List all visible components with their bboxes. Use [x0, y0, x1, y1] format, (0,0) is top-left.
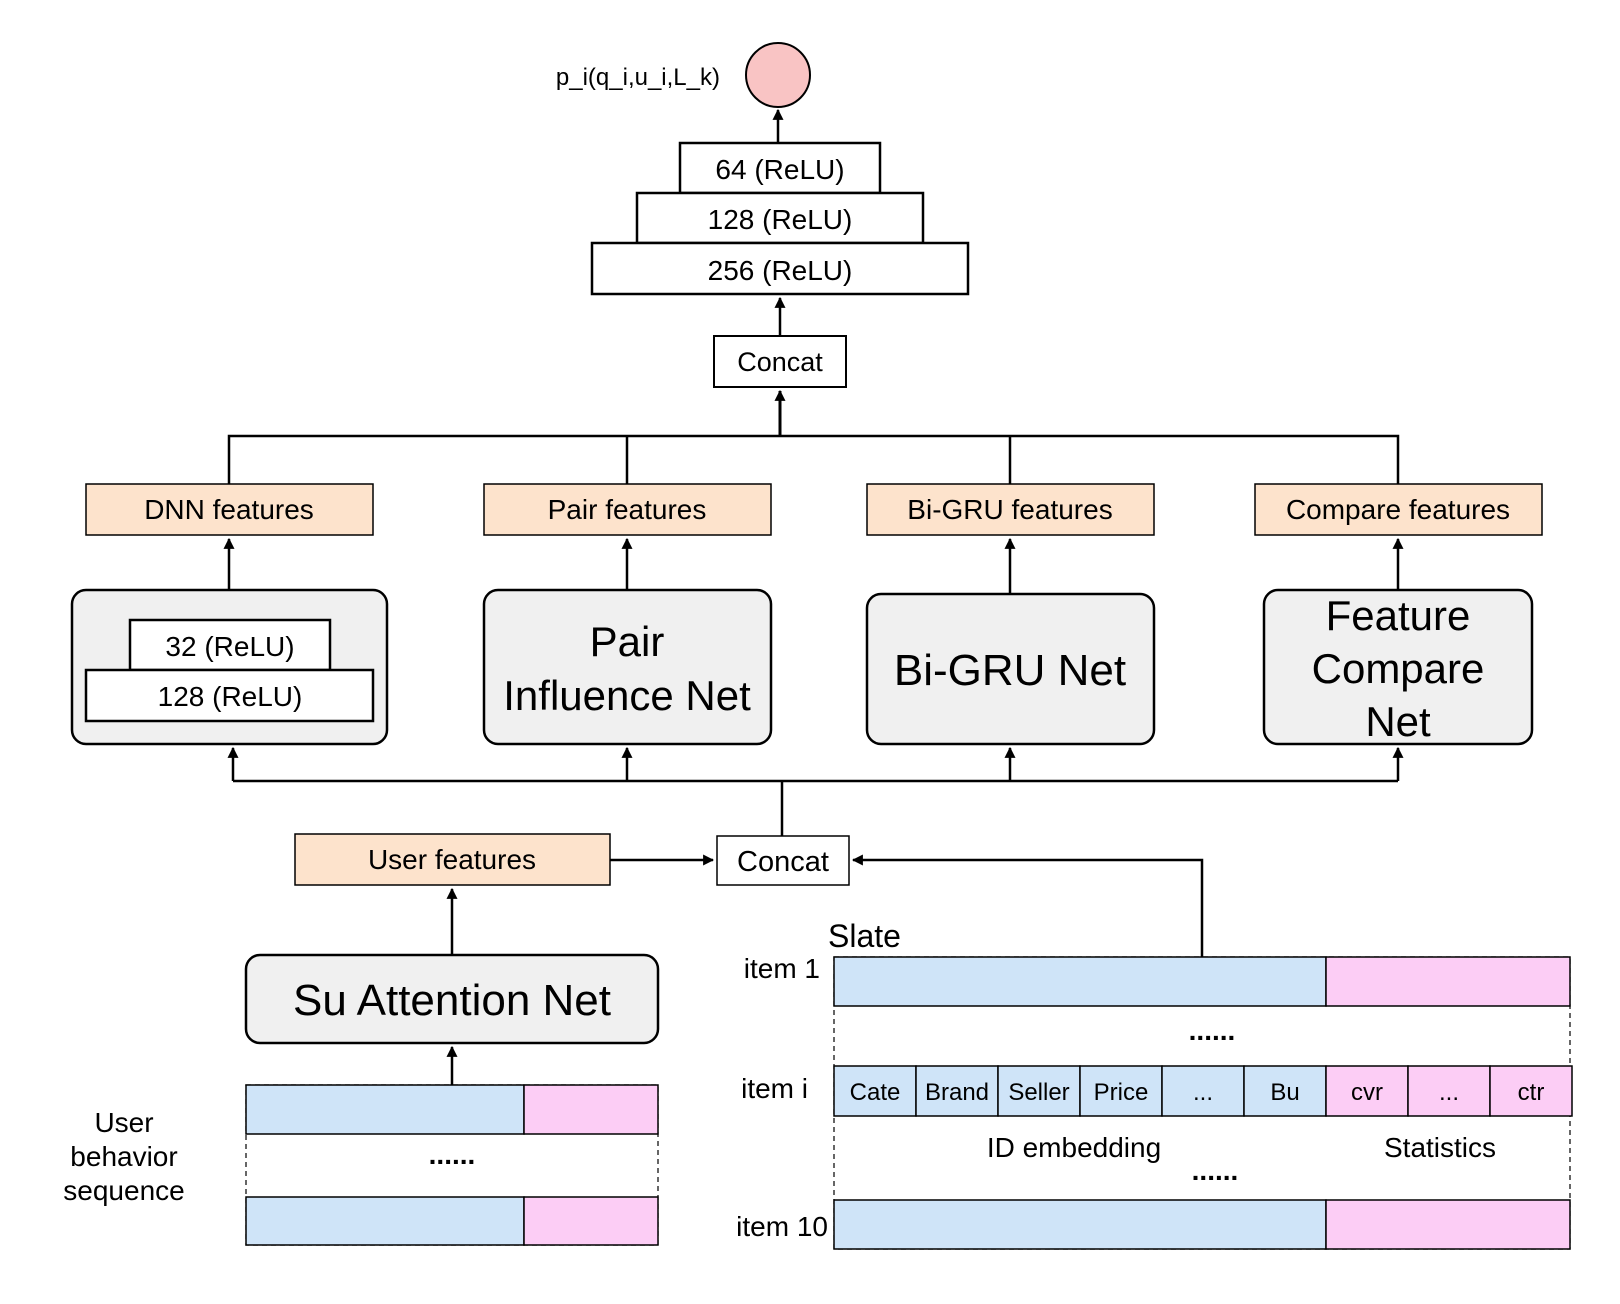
- feature-compare-net: Feature Compare Net: [1262, 588, 1534, 746]
- slate-item10-label: item 10: [736, 1211, 828, 1242]
- concat-mid-box: [716, 835, 850, 886]
- slate-item10-stat: [1325, 1199, 1571, 1250]
- compare-net-label-line2: Compare: [1312, 645, 1485, 692]
- feature-boxes: DNN features Pair features Bi-GRU featur…: [85, 483, 1543, 536]
- dnn-layer-128-label: 128 (ReLU): [158, 681, 303, 712]
- user-features-label: User features: [368, 844, 536, 875]
- arrow-slate-to-concat: [851, 854, 1204, 957]
- compare-features-box: [1254, 483, 1543, 536]
- slate-itemi-cells: Cate Brand Seller Price... Bu cvr... ctr: [833, 1065, 1573, 1117]
- compare-net-label-line3: Net: [1365, 698, 1431, 745]
- user-behavior-sequence: ...... User behavior sequence: [63, 1084, 659, 1246]
- compare-features-label: Compare features: [1286, 494, 1510, 525]
- user-behavior-label-line1: User: [94, 1107, 153, 1138]
- dnn-features-label: DNN features: [144, 494, 314, 525]
- net-to-feature-arrows: [223, 537, 1404, 594]
- slate-itemi-label: item i: [741, 1073, 808, 1104]
- slate-itemi-id-cell-label: Bu: [1270, 1079, 1299, 1106]
- slate-title: Slate: [828, 918, 901, 954]
- top-mlp-layer-128: [635, 191, 925, 245]
- concat-top-label: Concat: [737, 347, 823, 377]
- slate-itemi-id-cell-label: Cate: [850, 1079, 901, 1106]
- concat-to-nets-bus: [227, 746, 1404, 836]
- slate-itemi-id-cell-label: ...: [1193, 1079, 1213, 1106]
- output-label: p_i(q_i,u_i,L_k): [556, 64, 720, 91]
- slate-itemi-stat-cell: [1325, 1065, 1409, 1117]
- concat-top-box: [713, 335, 847, 388]
- sequence-row-last-stat: [523, 1196, 659, 1246]
- concat-mid-label: Concat: [737, 846, 829, 878]
- slate-itemi-id-cell-label: Seller: [1008, 1079, 1069, 1106]
- slate-statistics-label: Statistics: [1384, 1132, 1496, 1163]
- slate-itemi-stat-cell-label: ...: [1439, 1079, 1459, 1106]
- pair-net-label-line2: Influence Net: [503, 672, 751, 719]
- pair-net-box: [482, 588, 773, 746]
- slate-itemi-id-cell: [833, 1065, 917, 1117]
- dnn-layer-32-label: 32 (ReLU): [165, 631, 294, 662]
- bigru-net-box: [865, 592, 1156, 746]
- slate-itemi-stat-cell: [1407, 1065, 1491, 1117]
- user-behavior-label-line2: behavior: [70, 1141, 177, 1172]
- user-behavior-label-line3: sequence: [63, 1175, 184, 1206]
- bigru-net: Bi-GRU Net: [865, 592, 1156, 746]
- bigru-features-label: Bi-GRU features: [907, 494, 1112, 525]
- slate-dots-upper: ......: [1189, 1015, 1236, 1046]
- slate: Slate item 1 ...... item i Cate Brand Sell…: [736, 918, 1573, 1250]
- slate-dots-lower: ......: [1192, 1155, 1239, 1186]
- slate-itemi-id-cell: [1079, 1065, 1163, 1117]
- dnn-layer-32: [128, 618, 332, 672]
- sequence-dots: ......: [429, 1139, 476, 1170]
- slate-item1-label: item 1: [744, 953, 820, 984]
- top-mlp-label-128: 128 (ReLU): [708, 204, 853, 235]
- dnn-features-box: [85, 483, 374, 536]
- slate-item10-id: [833, 1199, 1327, 1250]
- bigru-net-label: Bi-GRU Net: [894, 646, 1126, 695]
- slate-itemi-stat-cell-label: cvr: [1351, 1079, 1383, 1106]
- sequence-row-first-stat: [523, 1084, 659, 1135]
- slate-itemi-id-cell: [997, 1065, 1081, 1117]
- dnn-net: 32 (ReLU) 128 (ReLU): [70, 588, 389, 746]
- pair-net-label-line1: Pair: [590, 618, 665, 665]
- output-node: [745, 42, 811, 108]
- top-mlp-label-256: 256 (ReLU): [708, 255, 853, 286]
- slate-itemi-id-cell-label: Price: [1094, 1079, 1149, 1106]
- top-mlp: 64 (ReLU) 128 (ReLU) 256 (ReLU): [590, 141, 970, 296]
- slate-itemi-stat-cell-label: ctr: [1518, 1079, 1545, 1106]
- slate-itemi-id-cell: [915, 1065, 999, 1117]
- bigru-features-box: [866, 483, 1155, 536]
- pair-features-box: [483, 483, 772, 536]
- compare-net-box: [1262, 588, 1534, 746]
- slate-item1-stat: [1325, 956, 1571, 1007]
- su-attention-net-box: [244, 953, 660, 1045]
- pair-features-label: Pair features: [548, 494, 707, 525]
- user-features-box: [294, 833, 611, 886]
- slate-id-embedding-label: ID embedding: [987, 1132, 1161, 1163]
- dnn-layer-128: [84, 668, 375, 723]
- pair-influence-net: Pair Influence Net: [482, 588, 773, 746]
- slate-itemi-stat-cell: [1489, 1065, 1573, 1117]
- compare-net-label-line1: Feature: [1326, 592, 1471, 639]
- su-attention-net-label: Su Attention Net: [293, 976, 611, 1025]
- slate-item1-id: [833, 956, 1327, 1007]
- feature-bus: [227, 434, 1400, 484]
- top-mlp-layer-256: [590, 241, 970, 296]
- top-mlp-label-64: 64 (ReLU): [715, 154, 844, 185]
- sequence-row-last-id: [245, 1196, 525, 1246]
- sequence-row-first-id: [245, 1084, 525, 1135]
- slate-itemi-id-cell-label: Brand: [925, 1079, 989, 1106]
